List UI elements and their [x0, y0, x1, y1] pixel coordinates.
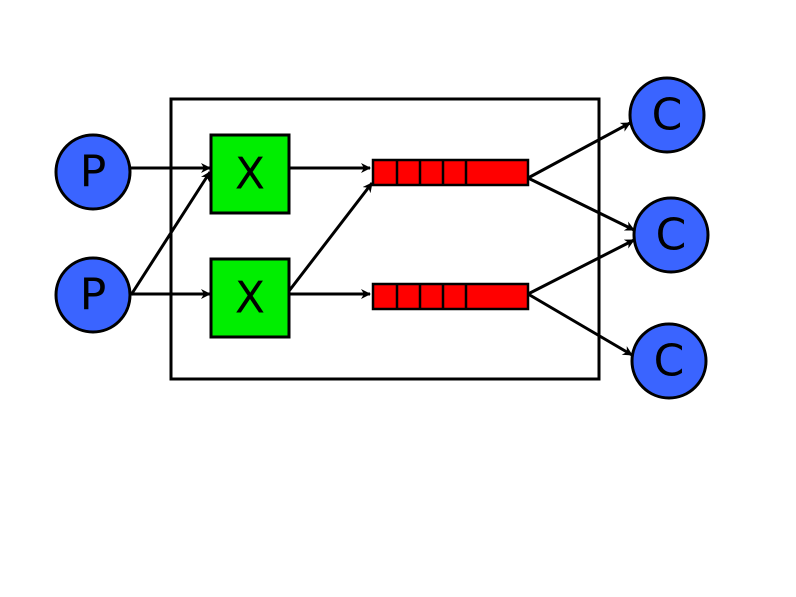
arrow-queue1-consumer1 [527, 121, 631, 180]
producer-node: P [54, 256, 132, 334]
queue-bar [371, 282, 530, 311]
arrow-queue2-consumer3 [527, 292, 633, 357]
producer-node: P [54, 133, 132, 211]
exchange-label: X [235, 273, 265, 324]
producer-label: P [80, 270, 107, 321]
arrow-queue1-consumer2 [527, 176, 635, 232]
arrow-producer2-exchange1 [129, 171, 212, 296]
consumer-node: C [630, 322, 708, 400]
exchange-box [209, 257, 291, 339]
consumer-node: C [632, 196, 710, 274]
arrow-exchange2-queue1 [287, 182, 374, 292]
exchange-box [209, 133, 291, 215]
consumer-label: C [656, 210, 687, 261]
queue-node [371, 158, 530, 187]
producer-circle [54, 256, 132, 334]
producer-circle [54, 133, 132, 211]
consumer-circle [628, 76, 706, 154]
exchange-node: X [209, 257, 291, 339]
queue-node [371, 282, 530, 311]
connectors [129, 121, 635, 357]
queue-bar [371, 158, 530, 187]
consumer-circle [632, 196, 710, 274]
producer-label: P [80, 147, 107, 198]
consumer-label: C [652, 90, 683, 141]
broker-boundary [169, 97, 601, 381]
consumer-circle [630, 322, 708, 400]
consumer-node: C [628, 76, 706, 154]
consumer-label: C [654, 336, 685, 387]
exchange-node: X [209, 133, 291, 215]
arrow-queue2-consumer2 [527, 238, 635, 296]
exchange-label: X [235, 149, 265, 200]
